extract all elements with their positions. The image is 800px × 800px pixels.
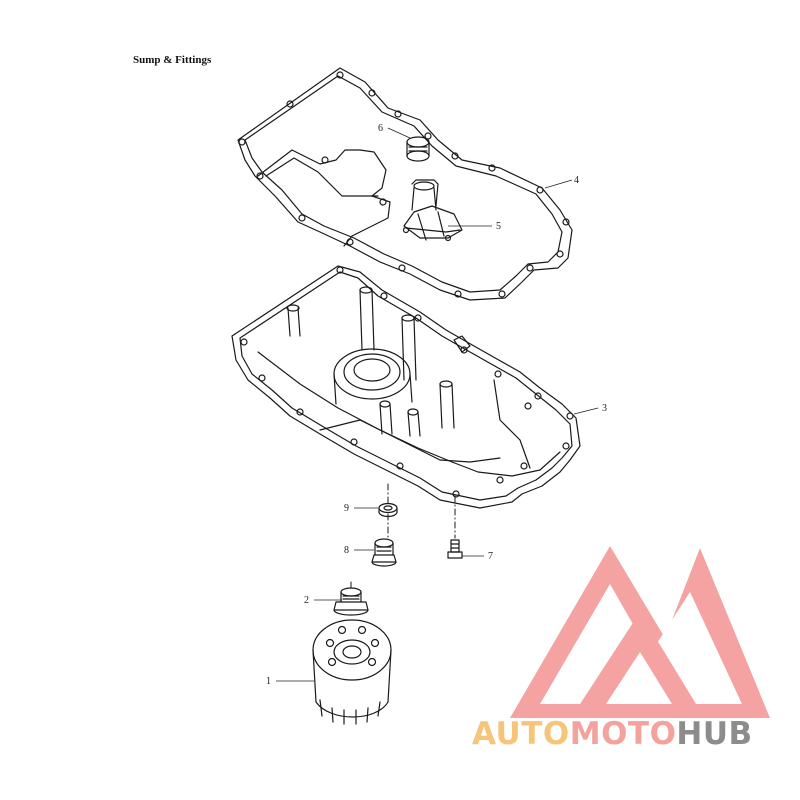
callout-5: 5 — [496, 221, 501, 232]
adapter-drawing — [333, 587, 369, 616]
pickup-drawing — [402, 179, 463, 242]
sump-pan-drawing — [231, 265, 581, 509]
watermark-text: AUTOMOTOHUB — [472, 716, 753, 752]
watermark-hub: HUB — [676, 716, 753, 752]
callout-2: 2 — [304, 595, 309, 606]
fitting-drawing — [406, 136, 430, 162]
watermark-auto: AUTO — [472, 716, 570, 752]
callout-1: 1 — [266, 676, 271, 687]
callout-8: 8 — [344, 545, 349, 556]
drain-plug-drawing — [371, 538, 397, 567]
callout-6: 6 — [378, 123, 383, 134]
gasket-drawing — [237, 67, 573, 301]
watermark-moto: MOTO — [569, 716, 677, 752]
diagram-title: Sump & Fittings — [133, 54, 212, 66]
callout-labels: 1 2 3 4 5 6 7 8 9 — [266, 123, 607, 687]
callout-4: 4 — [574, 175, 579, 186]
oil-filter-drawing — [312, 619, 392, 725]
callout-3: 3 — [602, 403, 607, 414]
callout-9: 9 — [344, 503, 349, 514]
callout-leaders — [276, 127, 599, 682]
assembly-lines — [350, 483, 456, 589]
callout-7: 7 — [488, 551, 493, 562]
watermark-logo-icon — [510, 546, 770, 718]
bolt-drawing — [447, 539, 463, 559]
